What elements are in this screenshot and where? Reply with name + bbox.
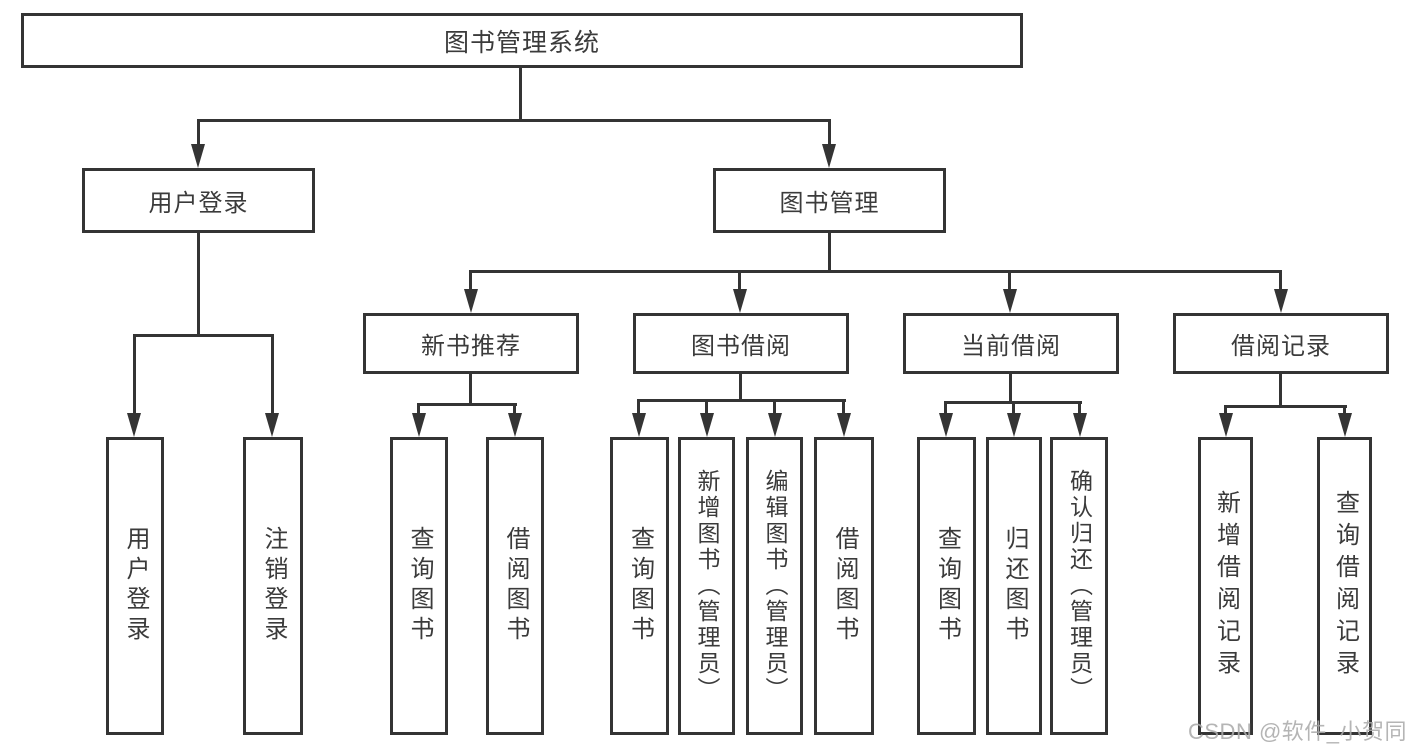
connector-level3-drop — [469, 270, 472, 291]
connector-level3-drop — [738, 270, 741, 291]
arrow-down-icon — [464, 289, 478, 313]
connector-leaf-drop — [842, 399, 845, 415]
leaf-bb-query-books: 查询图书 — [610, 437, 669, 735]
arrow-down-icon — [733, 289, 747, 313]
connector-level3-drop — [1279, 270, 1282, 291]
arrow-down-icon — [412, 413, 426, 437]
connector-leaf-drop — [271, 334, 274, 413]
leaf-cb-confirm-return-admin: 确认归还（管理员） — [1050, 437, 1108, 735]
connector-leaf-drop — [773, 399, 776, 415]
arrow-down-icon — [127, 413, 141, 437]
connector-new-book-branch — [417, 403, 517, 406]
arrow-down-icon — [1003, 289, 1017, 313]
connector-leaf-drop — [1078, 401, 1081, 415]
connector-leaf-drop — [637, 399, 640, 415]
csdn-watermark: CSDN @软件_小贺同学 — [1188, 719, 1405, 744]
connector-borrow-records-stem — [1279, 374, 1282, 407]
connector-book-borrow-branch — [637, 399, 846, 402]
connector-leaf-drop — [944, 401, 947, 415]
arrow-down-icon — [1338, 413, 1352, 437]
connector-leaf-drop — [513, 403, 516, 415]
connector-leaf-drop — [1343, 405, 1346, 415]
arrow-down-icon — [1007, 413, 1021, 437]
arrow-down-icon — [1219, 413, 1233, 437]
leaf-bb-edit-books-admin: 编辑图书（管理员） — [746, 437, 803, 735]
node-book-management: 图书管理 — [713, 168, 946, 233]
node-borrow-records: 借阅记录 — [1173, 313, 1389, 374]
node-new-book-recommend: 新书推荐 — [363, 313, 579, 374]
connector-new-book-stem — [469, 374, 472, 405]
connector-level2-branch — [197, 119, 831, 122]
leaf-cb-return-books: 归还图书 — [986, 437, 1042, 735]
arrow-down-icon — [1073, 413, 1087, 437]
connector-book-borrow-stem — [739, 374, 742, 401]
leaf-cb-query-books: 查询图书 — [917, 437, 976, 735]
node-book-borrow: 图书借阅 — [633, 313, 849, 374]
connector-leaf-drop — [705, 399, 708, 415]
leaf-bb-add-books-admin: 新增图书（管理员） — [678, 437, 735, 735]
arrow-down-icon — [265, 413, 279, 437]
leaf-bb-borrow-books: 借阅图书 — [814, 437, 874, 735]
arrow-down-icon — [1274, 289, 1288, 313]
connector-user-login-stem — [197, 233, 200, 336]
connector-borrow-records-branch — [1224, 405, 1347, 408]
connector-leaf-drop — [1224, 405, 1227, 415]
node-current-borrow: 当前借阅 — [903, 313, 1119, 374]
node-user-login: 用户登录 — [82, 168, 315, 233]
arrow-down-icon — [939, 413, 953, 437]
connector-current-borrow-stem — [1009, 374, 1012, 403]
connector-book-management-stem — [828, 233, 831, 272]
arrow-down-icon — [837, 413, 851, 437]
arrow-down-icon — [508, 413, 522, 437]
arrow-down-icon — [822, 144, 836, 168]
connector-leaf-drop — [133, 334, 136, 413]
connector-book-management-drop — [828, 119, 831, 147]
leaf-logout: 注销登录 — [243, 437, 303, 735]
connector-level3-drop — [1008, 270, 1011, 291]
connector-root-stem — [519, 68, 522, 121]
node-library-management-system: 图书管理系统 — [21, 13, 1023, 68]
connector-user-login-branch — [133, 334, 274, 337]
connector-level3-branch — [469, 270, 1282, 273]
leaf-br-query-record: 查询借阅记录 — [1317, 437, 1372, 735]
arrow-down-icon — [700, 413, 714, 437]
arrow-down-icon — [632, 413, 646, 437]
connector-user-login-drop — [197, 119, 200, 147]
leaf-nb-borrow-books: 借阅图书 — [486, 437, 544, 735]
arrow-down-icon — [191, 144, 205, 168]
arrow-down-icon — [768, 413, 782, 437]
leaf-nb-query-books: 查询图书 — [390, 437, 448, 735]
connector-leaf-drop — [1012, 401, 1015, 415]
leaf-user-login: 用户登录 — [106, 437, 164, 735]
leaf-br-add-record: 新增借阅记录 — [1198, 437, 1253, 735]
connector-leaf-drop — [417, 403, 420, 415]
